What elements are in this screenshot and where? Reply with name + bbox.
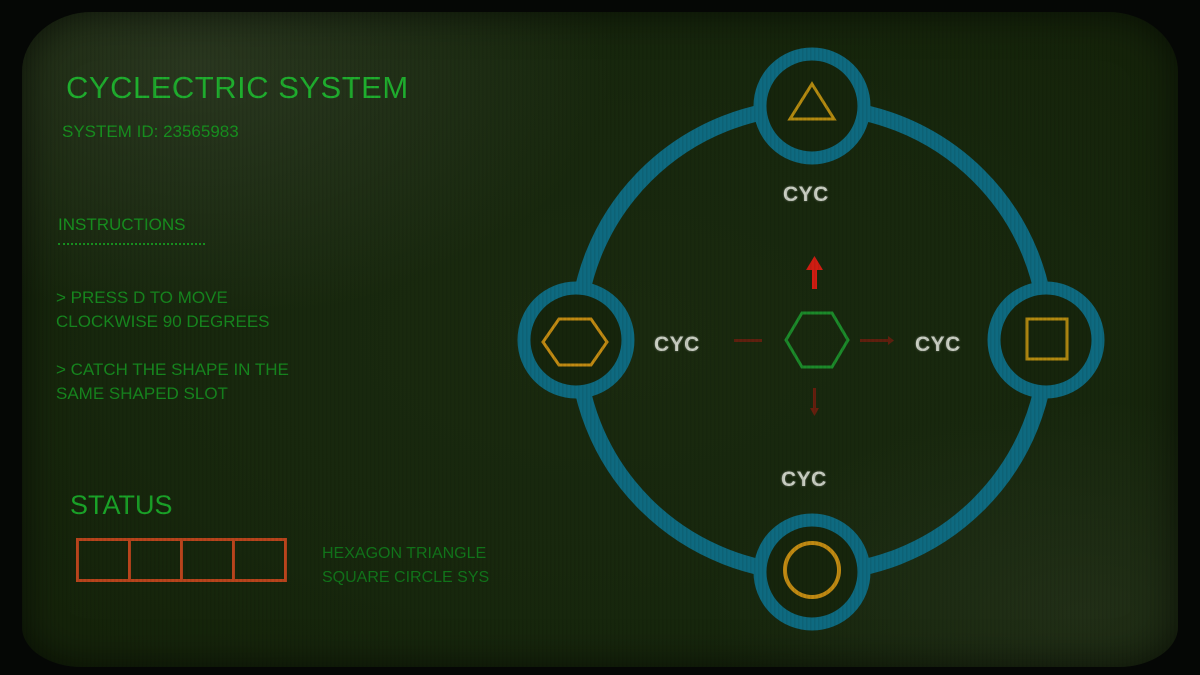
cyc-label-right: CYC (915, 333, 961, 356)
instruction-line: SAME SHAPED SLOT (56, 384, 228, 403)
system-id: SYSTEM ID: 23565983 (62, 122, 239, 141)
cycle-ring-diagram (517, 47, 1105, 631)
legend-line: SQUARE CIRCLE SYS (322, 569, 490, 586)
arrow-left-icon (734, 339, 762, 342)
instructions-underline (58, 243, 205, 248)
cyc-label-left: CYC (654, 333, 700, 356)
triangle-icon (787, 81, 837, 121)
center-hexagon-icon (784, 311, 850, 369)
status-slots (76, 538, 287, 582)
legend-line: HEXAGON TRIANGLE (322, 545, 487, 562)
slot-bottom (753, 513, 871, 631)
cycle-ring (569, 99, 1055, 581)
arrow-up-icon (806, 256, 823, 289)
cyc-label-bottom: CYC (781, 468, 827, 491)
slot-top (753, 47, 871, 165)
status-heading: STATUS (70, 490, 173, 520)
instruction-item: > PRESS D TO MOVE CLOCKWISE 90 DEGREES (56, 286, 270, 334)
instruction-line: > CATCH THE SHAPE IN THE (56, 360, 289, 379)
status-slot (131, 541, 183, 579)
square-icon (1025, 317, 1069, 361)
arrow-down-icon (810, 388, 819, 416)
instruction-item: > CATCH THE SHAPE IN THE SAME SHAPED SLO… (56, 358, 289, 406)
status-slot (79, 541, 131, 579)
instruction-line: > PRESS D TO MOVE (56, 288, 228, 307)
game-title: CYCLECTRIC SYSTEM (66, 70, 409, 105)
status-slot (183, 541, 235, 579)
slot-left (517, 281, 635, 399)
hexagon-icon (541, 317, 609, 367)
instructions-heading: INSTRUCTIONS (58, 215, 186, 234)
instruction-line: CLOCKWISE 90 DEGREES (56, 312, 270, 331)
arrow-right-icon (860, 336, 894, 345)
status-legend: HEXAGON TRIANGLE SQUARE CIRCLE SYS (322, 542, 489, 590)
slot-right (987, 281, 1105, 399)
cyc-label-top: CYC (783, 183, 829, 206)
circle-icon (783, 541, 841, 599)
crt-screen: CYCLECTRIC SYSTEM SYSTEM ID: 23565983 IN… (22, 12, 1178, 667)
